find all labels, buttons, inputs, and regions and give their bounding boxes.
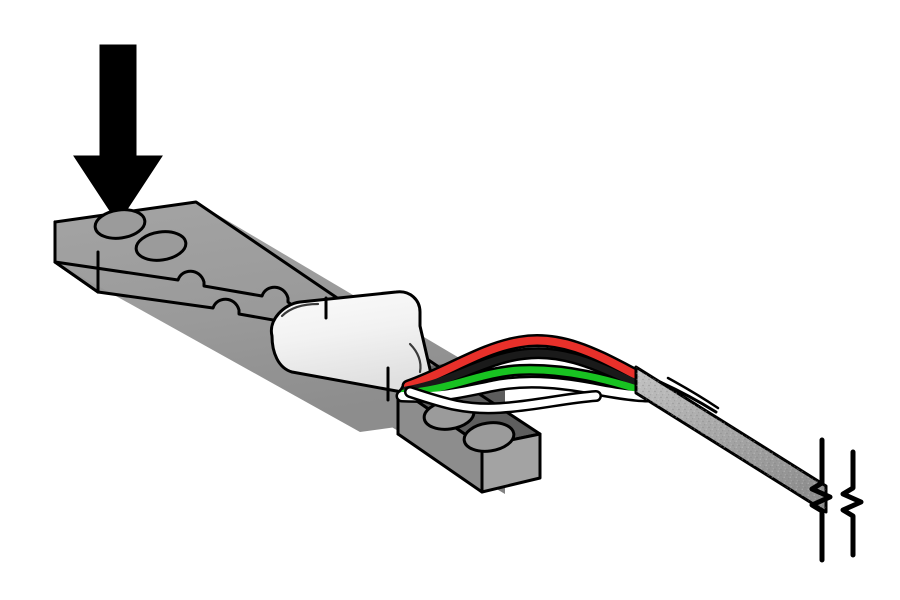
load-application-hole (93, 208, 147, 240)
cover-seam-right (408, 342, 422, 374)
cable-stray-strand-lower (666, 376, 720, 410)
right-mounting-hole-2 (462, 421, 516, 453)
wire-white-lower (406, 388, 600, 412)
break-line-right (840, 449, 864, 558)
break-symbol-group (809, 437, 864, 563)
force-arrow (73, 44, 163, 224)
wire-black (402, 349, 648, 394)
break-line-left (809, 437, 833, 563)
wire-white (398, 378, 652, 401)
beam-left-bottom-corner (53, 260, 100, 294)
wire-green (400, 366, 650, 397)
cable-stray-strand-upper (658, 380, 718, 414)
sensor-wires-group (395, 334, 655, 415)
strain-gauge-cover (269, 290, 434, 402)
cover-seam-left (280, 302, 320, 318)
left-mounting-hole (134, 230, 188, 262)
cover-top-surface (269, 290, 434, 395)
wire-red (404, 336, 646, 390)
beam-top-lower-edge-notched (53, 260, 400, 390)
force-arrow-shape (73, 44, 163, 224)
